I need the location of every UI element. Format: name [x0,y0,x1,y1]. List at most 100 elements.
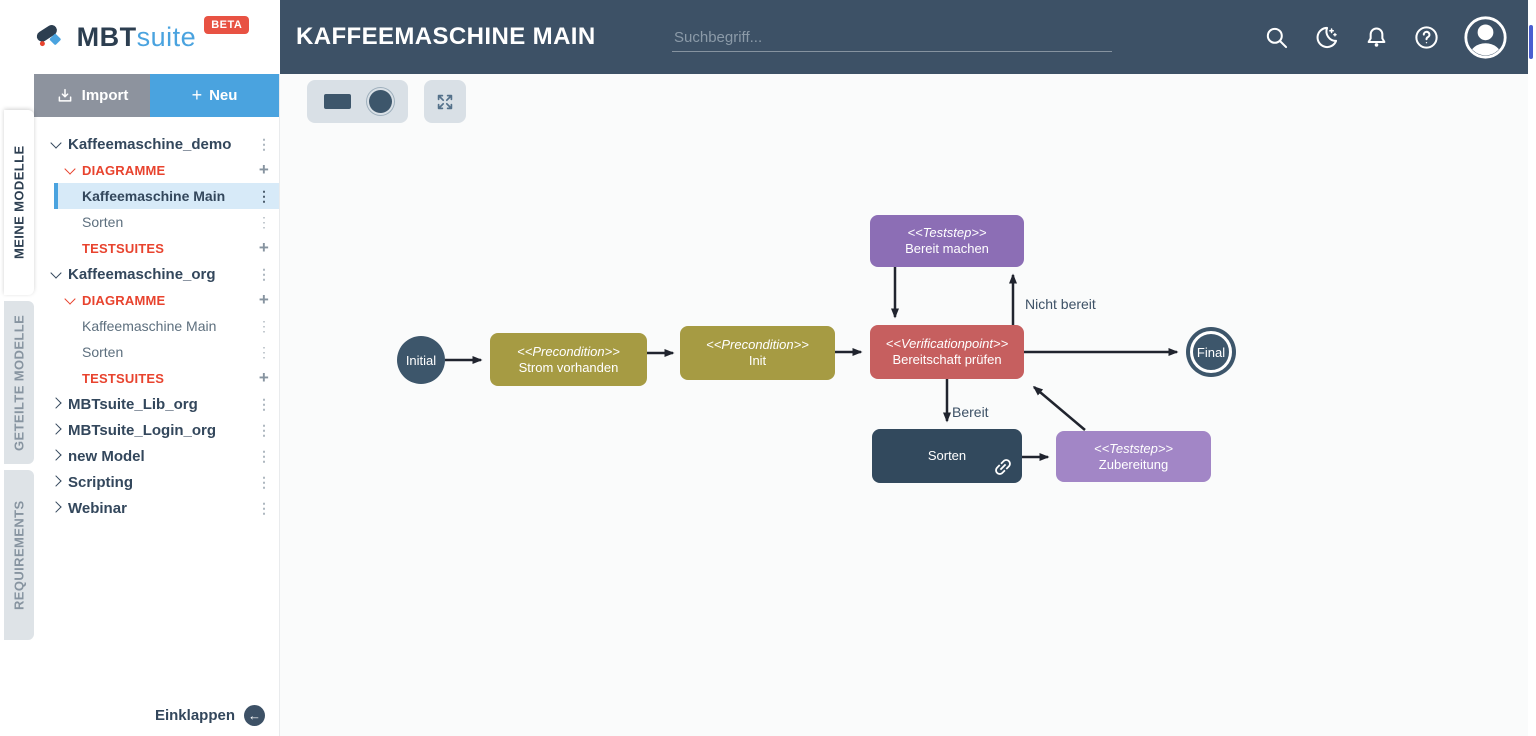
top-bar: MBTsuite BETA KAFFEEMASCHINE MAIN [0,0,1528,74]
node-name: Init [748,353,767,368]
plus-icon: + [191,85,203,105]
tree-row[interactable]: Sorten ⋮ [34,209,279,235]
chevron-right-icon[interactable] [50,451,68,461]
tree-row[interactable]: Kaffeemaschine Main ⋮ [54,183,279,209]
diagram-node-sorten[interactable]: Sorten [872,429,1022,483]
more-options-icon[interactable]: ⋮ [257,187,271,204]
tree-item-label: Webinar [68,499,127,517]
brand-logo[interactable]: MBTsuite BETA [0,0,280,74]
add-icon[interactable]: + [258,160,270,179]
import-button-label: Import [81,87,129,104]
tree-item-label: Sorten [82,344,124,360]
chevron-spacer [64,243,82,253]
scrollbar-thumb[interactable] [1529,25,1533,59]
tree-row[interactable]: new Model⋮ [34,443,279,469]
sidebar-tab-geteilte-modelle[interactable]: GETEILTE MODELLE [4,301,34,464]
tree-row[interactable]: TESTSUITES+ [34,235,279,261]
chevron-right-icon[interactable] [50,399,68,409]
tree-row[interactable]: Sorten ⋮ [34,339,279,365]
search-icon[interactable] [1263,24,1290,51]
node-name: Zubereitung [1098,456,1169,472]
add-icon[interactable]: + [258,290,270,309]
tree-item-label: MBTsuite_Login_org [68,421,217,439]
account-avatar[interactable] [1463,15,1508,60]
more-options-icon[interactable]: ⋮ [257,317,271,334]
help-icon[interactable] [1413,24,1440,51]
sidebar-tab-requirements[interactable]: REQUIREMENTS [4,470,34,640]
tree-row[interactable]: Webinar ⋮ [34,495,279,521]
tree-item-label: DIAGRAMME [82,162,166,178]
tree-row[interactable]: MBTsuite_Lib_org⋮ [34,391,279,417]
node-name: Bereit machen [905,241,989,256]
chevron-down-icon[interactable] [64,295,82,305]
tree-row[interactable]: Scripting⋮ [34,469,279,495]
more-options-icon[interactable]: ⋮ [257,499,271,516]
tree-item-label: TESTSUITES [82,370,165,386]
side-tab-rail: MEINE MODELLE GETEILTE MODELLE REQUIREME… [0,74,34,736]
node-stereotype: <<Precondition>> [517,343,620,359]
node-stereotype: <<Teststep>> [1093,440,1174,456]
header-search [672,24,1112,52]
tree-row[interactable]: DIAGRAMME + [34,157,279,183]
diagram-node-bereitschaft-pruefen[interactable]: <<Verificationpoint>> Bereitschaft prüfe… [870,325,1024,379]
tree-row[interactable]: Kaffeemaschine Main⋮ [34,313,279,339]
diagram-node-zubereitung[interactable]: <<Teststep>> Zubereitung [1056,431,1211,482]
more-options-icon[interactable]: ⋮ [257,447,271,464]
diagram-node-bereit-machen[interactable]: <<Teststep>> Bereit machen [870,215,1024,267]
notifications-icon[interactable] [1363,24,1390,51]
diagram-node-strom-vorhanden[interactable]: <<Precondition>> Strom vorhanden [490,333,647,386]
import-button[interactable]: Import [34,74,150,117]
chevron-right-icon[interactable] [50,503,68,513]
dark-mode-icon[interactable] [1313,24,1340,51]
chevron-down-icon[interactable] [64,165,82,175]
rectangle-shape-tool[interactable] [323,94,351,109]
more-options-icon[interactable]: ⋮ [257,213,271,230]
chevron-right-icon[interactable] [50,477,68,487]
sidebar-tab-meine-modelle[interactable]: MEINE MODELLE [4,110,34,295]
tree-item-label: DIAGRAMME [82,292,166,308]
expand-icon [437,94,453,109]
tree-row[interactable]: DIAGRAMME + [34,287,279,313]
model-sidebar: Import + Neu Kaffeemaschine_demo ⋮ DIAGRAM… [34,74,280,736]
more-options-icon[interactable]: ⋮ [257,473,271,490]
more-options-icon[interactable]: ⋮ [257,395,271,412]
node-name: Strom vorhanden [518,359,619,375]
import-icon [58,88,72,102]
add-icon[interactable]: + [258,238,270,257]
diagram-node-initial[interactable]: Initial [397,336,445,384]
new-button[interactable]: + Neu [150,74,279,117]
link-icon[interactable] [992,456,1014,478]
node-name: Sorten [927,448,967,463]
node-stereotype: <<Verificationpoint>> [885,336,1009,351]
more-options-icon[interactable]: ⋮ [257,265,271,282]
add-icon[interactable]: + [258,368,270,387]
tree-item-label: Kaffeemaschine Main [82,188,226,204]
chevron-down-icon[interactable] [50,139,68,149]
edge-label-bereit: Bereit [952,404,989,420]
page-scrollbar[interactable] [1528,0,1536,736]
circle-shape-tool[interactable] [368,90,392,113]
more-options-icon[interactable]: ⋮ [257,343,271,360]
tree-row[interactable]: Kaffeemaschine_org ⋮ [34,261,279,287]
node-stereotype: <<Teststep>> [907,225,987,240]
diagram-node-final[interactable]: Final [1186,327,1236,377]
diagram-node-init[interactable]: <<Precondition>> Init [680,326,835,380]
tree-item-label: Kaffeemaschine_org [68,265,216,283]
collapse-sidebar-button[interactable]: Einklappen ← [155,705,265,726]
shape-tools-group [307,80,408,123]
collapse-label: Einklappen [154,707,235,724]
tree-item-label: Kaffeemaschine_demo [68,135,232,153]
tree-row[interactable]: Kaffeemaschine_demo ⋮ [34,131,279,157]
more-options-icon[interactable]: ⋮ [257,135,271,152]
more-options-icon[interactable]: ⋮ [257,421,271,438]
brand-name: MBTsuite [76,21,197,52]
tree-item-label: Sorten [82,214,124,230]
diagram-canvas[interactable]: Initial <<Precondition>> Strom vorhanden… [280,74,1528,736]
chevron-down-icon[interactable] [50,269,68,279]
search-input[interactable] [672,24,1112,52]
tree-row[interactable]: TESTSUITES + [34,365,279,391]
chevron-right-icon[interactable] [50,425,68,435]
fullscreen-button[interactable] [424,80,466,123]
tree-row[interactable]: MBTsuite_Login_org ⋮ [34,417,279,443]
